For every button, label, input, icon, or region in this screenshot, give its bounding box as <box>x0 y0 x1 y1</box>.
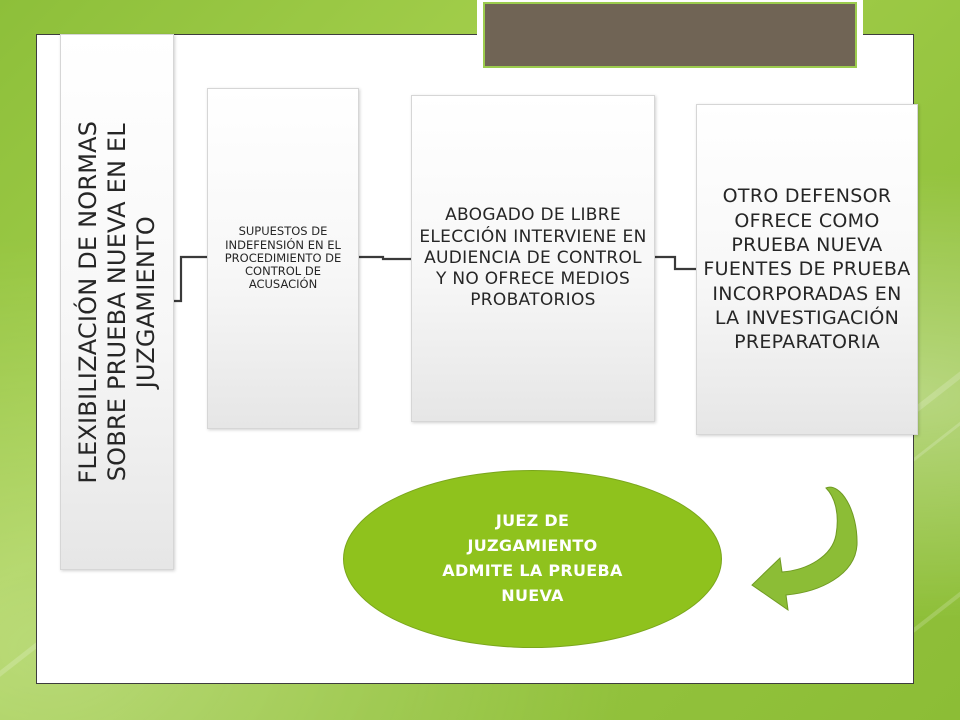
step-box-label: ABOGADO DE LIBRE ELECCIÓN INTERVIENE EN … <box>419 205 647 311</box>
curved-arrow-body <box>751 486 858 612</box>
title-placeholder <box>477 0 863 74</box>
result-oval: JUEZ DE JUZGAMIENTO ADMITE LA PRUEBA NUE… <box>343 470 722 648</box>
main-concept-box: FLEXIBILIZACIÓN DE NORMAS SOBRE PRUEBA N… <box>60 34 174 570</box>
step-box-label: OTRO DEFENSOR OFRECE COMO PRUEBA NUEVA F… <box>703 185 911 354</box>
connector-box2-to-box3 <box>359 255 411 261</box>
step-box-otro-defensor: OTRO DEFENSOR OFRECE COMO PRUEBA NUEVA F… <box>696 104 918 435</box>
step-box-abogado: ABOGADO DE LIBRE ELECCIÓN INTERVIENE EN … <box>411 95 655 422</box>
step-box-indefension: SUPUESTOS DE INDEFENSIÓN EN EL PROCEDIMI… <box>207 88 359 429</box>
title-placeholder-fill <box>483 2 857 68</box>
result-label: JUEZ DE JUZGAMIENTO ADMITE LA PRUEBA NUE… <box>442 511 623 605</box>
connector-main-to-box2 <box>174 255 207 303</box>
connector-box3-to-box4 <box>655 255 696 271</box>
step-box-label: SUPUESTOS DE INDEFENSIÓN EN EL PROCEDIMI… <box>224 224 342 292</box>
